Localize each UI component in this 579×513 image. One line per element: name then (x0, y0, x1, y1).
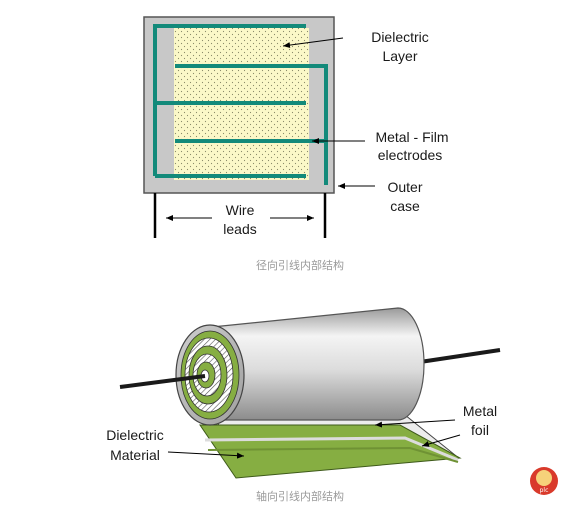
dielectric-material-label-2: Material (110, 447, 160, 463)
capacitor-body (211, 307, 425, 421)
dielectric-layer-label: Dielectric (371, 29, 429, 45)
wire-leads-label: Wire (226, 202, 255, 218)
electrodes-label: Metal - Film (375, 129, 448, 145)
metal-foil-label-2: foil (471, 422, 489, 438)
watermark-badge: plc (530, 467, 558, 495)
axial-lead-right (419, 348, 501, 364)
radial-caption: 径向引线内部结构 (256, 258, 344, 272)
radial-capacitor-section: Dielectric Layer Metal - Film electrodes… (143, 16, 449, 272)
wire-leads-label-2: leads (223, 221, 256, 237)
outer-case-label: Outer (387, 179, 422, 195)
dielectric-layer-label-2: Layer (382, 48, 417, 64)
watermark-text: plc (540, 487, 549, 494)
axial-caption: 轴向引线内部结构 (256, 489, 344, 503)
wound-end-face (175, 324, 245, 426)
dielectric-material-label: Dielectric (106, 427, 164, 443)
axial-capacitor-illustration: Metal foil Dielectric Material 轴向引线内部结构 (106, 307, 501, 503)
electrodes-label-2: electrodes (378, 147, 443, 163)
metal-foil-label: Metal (463, 403, 497, 419)
axial-lead-left (119, 374, 206, 389)
outer-case-label-2: case (390, 198, 420, 214)
metal-film-electrodes (153, 24, 328, 185)
